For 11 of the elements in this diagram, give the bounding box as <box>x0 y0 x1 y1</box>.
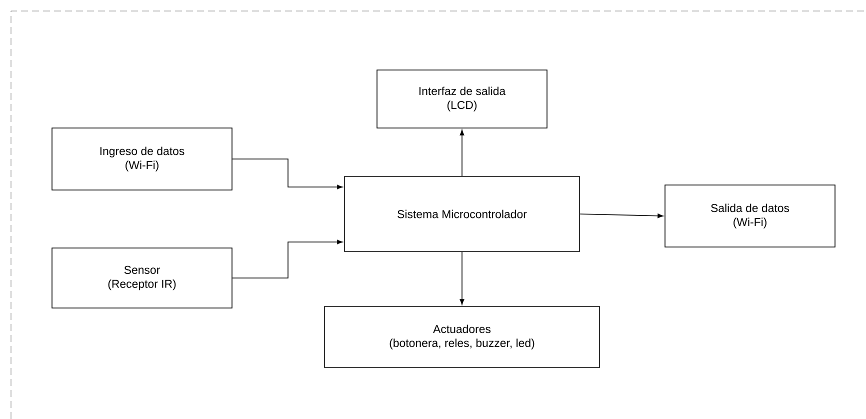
arrow <box>580 214 664 218</box>
block-box: Sistema Microcontrolador <box>344 176 580 252</box>
arrow <box>460 130 464 176</box>
block-box: Sensor (Receptor IR) <box>52 248 232 308</box>
block-box: Actuadores (botonera, reles, buzzer, led) <box>324 306 600 368</box>
block-box: Interfaz de salida (LCD) <box>376 70 548 128</box>
arrow <box>232 240 343 278</box>
block-box: Salida de datos (Wi-Fi) <box>664 184 836 248</box>
arrow <box>232 158 343 190</box>
arrow <box>460 252 464 305</box>
block-box: Ingreso de datos (Wi-Fi) <box>52 128 232 190</box>
